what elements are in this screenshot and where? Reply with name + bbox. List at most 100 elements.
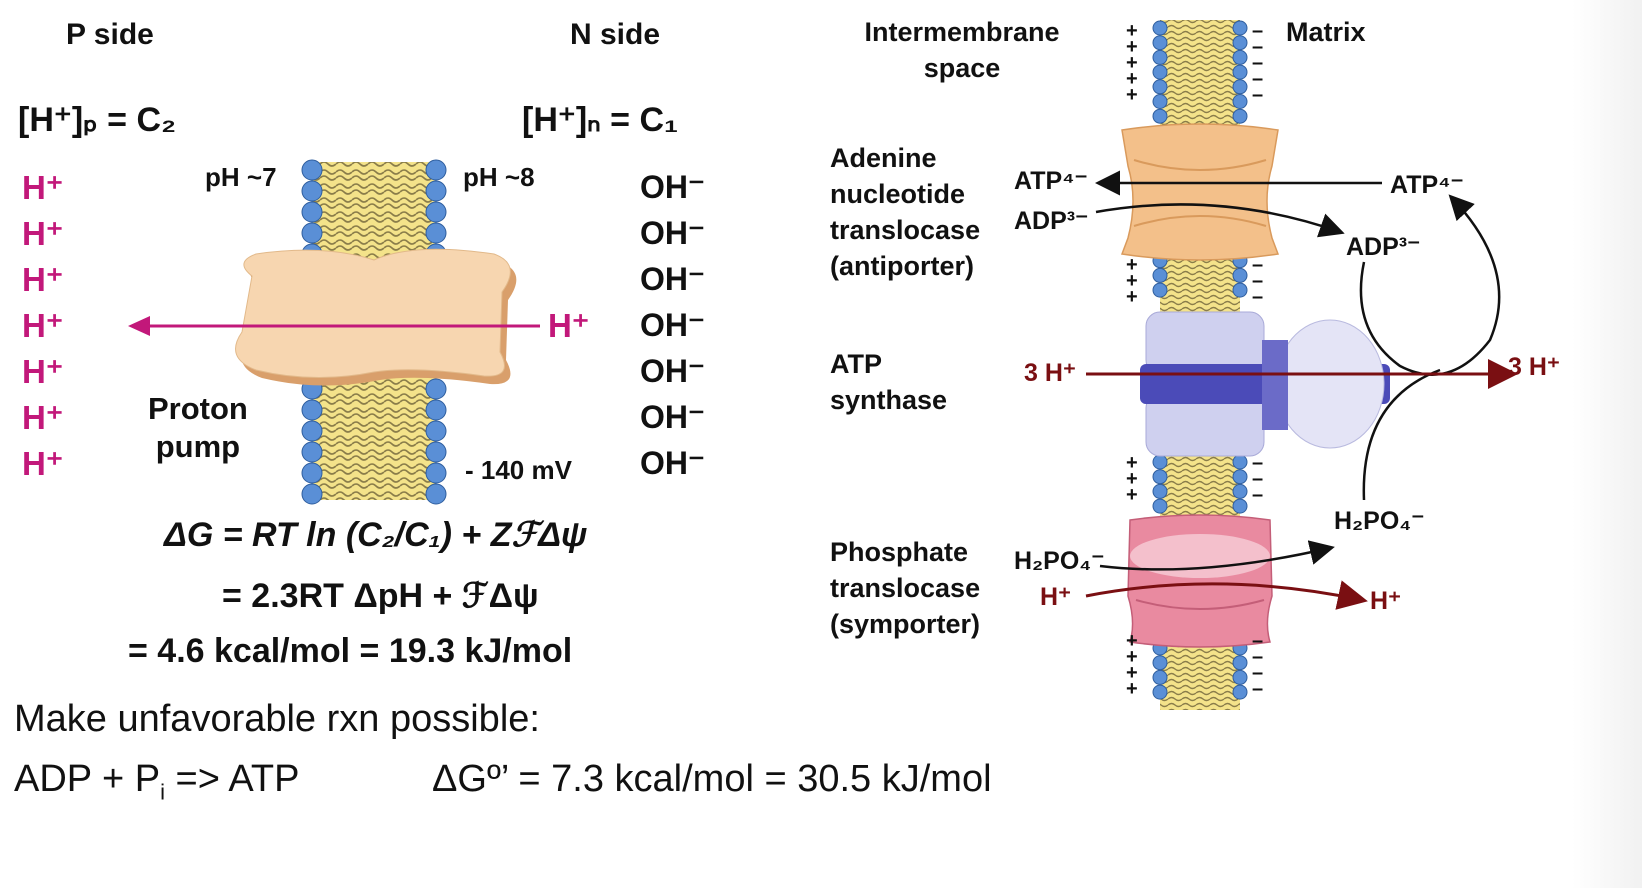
lipid-head bbox=[425, 441, 447, 463]
oh-minus-label: OH⁻ bbox=[640, 399, 705, 435]
h-plus-label: H⁺ bbox=[22, 261, 64, 298]
reaction-subscript: i bbox=[160, 779, 165, 805]
positive-charge: + bbox=[1126, 646, 1138, 668]
lipid-head bbox=[1152, 483, 1168, 499]
phosphate-label-line: (symporter) bbox=[830, 609, 981, 639]
lipid-head bbox=[1152, 684, 1168, 700]
proton-pump-diagram bbox=[128, 159, 540, 505]
proton-pump-label-line: Proton bbox=[148, 391, 248, 426]
free-energy-equation-3: = 4.6 kcal/mol = 19.3 kJ/mol bbox=[128, 632, 573, 670]
negative-charge: – bbox=[1252, 646, 1264, 668]
lipid-head bbox=[425, 159, 447, 181]
lipid-head bbox=[1232, 94, 1248, 109]
proton-pump-protein bbox=[235, 248, 517, 386]
adenine-nucleotide-translocase bbox=[1120, 123, 1280, 261]
positive-charge: + bbox=[1126, 468, 1138, 490]
oh-minus-label: OH⁻ bbox=[640, 215, 705, 251]
lipid-head bbox=[1152, 669, 1168, 685]
translocase-label-line: nucleotide bbox=[830, 179, 966, 209]
lipid-head bbox=[1232, 454, 1248, 470]
lipid-head bbox=[425, 462, 447, 484]
positive-charge: + bbox=[1126, 484, 1138, 506]
p-concentration: [H⁺]ₚ = C₂ bbox=[18, 101, 177, 139]
h-plus-label: H⁺ bbox=[22, 353, 64, 390]
negative-charge: – bbox=[1252, 270, 1264, 292]
reaction-reactants: ADP + P bbox=[14, 758, 161, 800]
translocase-label-line: translocase bbox=[830, 215, 981, 245]
lipid-head bbox=[425, 222, 447, 244]
intermembrane-label-line: Intermembrane bbox=[864, 17, 1060, 47]
phosphate-label-line: translocase bbox=[830, 573, 981, 603]
three-h-right-label: 3 H⁺ bbox=[1508, 353, 1561, 381]
atp-synthase-label-line: synthase bbox=[830, 385, 948, 415]
negative-charge: – bbox=[1252, 662, 1264, 684]
positive-charge: + bbox=[1126, 254, 1138, 276]
atp-right-label: ATP⁴⁻ bbox=[1390, 171, 1464, 199]
lipid-head bbox=[1152, 655, 1168, 671]
phosphate-label-line: Phosphate bbox=[830, 537, 969, 567]
phosphate-import-arrow bbox=[1099, 540, 1335, 571]
lipid-head bbox=[425, 399, 447, 421]
translocase-label-line: (antiporter) bbox=[830, 251, 974, 281]
lipid-head bbox=[1232, 483, 1248, 499]
h-left-label: H⁺ bbox=[1040, 583, 1072, 611]
adp-import-arrow bbox=[1095, 203, 1345, 238]
oh-minus-label: OH⁻ bbox=[640, 445, 705, 481]
intermembrane-label-line: space bbox=[923, 53, 1001, 83]
lipid-head bbox=[1232, 79, 1248, 95]
matrix-label: Matrix bbox=[1286, 17, 1366, 47]
lipid-head bbox=[301, 462, 323, 484]
lipid-head bbox=[301, 159, 323, 181]
p-side-label: P side bbox=[66, 18, 154, 51]
lipid-head bbox=[1152, 267, 1168, 283]
negative-charge: – bbox=[1252, 484, 1264, 506]
negative-charge: – bbox=[1252, 254, 1264, 276]
negative-charge: – bbox=[1252, 84, 1264, 106]
negative-charge: – bbox=[1252, 68, 1264, 90]
ph-n-label: pH ~8 bbox=[463, 162, 535, 192]
negative-charge: – bbox=[1252, 452, 1264, 474]
lipid-head bbox=[301, 180, 323, 202]
lipid-head bbox=[301, 222, 323, 244]
proton-transfer-arrow bbox=[128, 316, 540, 336]
lipid-head bbox=[1232, 469, 1248, 485]
h-plus-label: H⁺ bbox=[22, 169, 64, 206]
atp-synthase-label: ATP synthase bbox=[830, 346, 947, 418]
lipid-head bbox=[1152, 454, 1168, 470]
oh-minus-label: OH⁻ bbox=[640, 307, 705, 343]
lipid-head bbox=[1152, 64, 1168, 80]
negative-charge: – bbox=[1252, 52, 1264, 74]
lipid-head bbox=[301, 399, 323, 421]
membrane-potential: - 140 mV bbox=[465, 455, 572, 485]
h2po4-right-label: H₂PO₄⁻ bbox=[1334, 507, 1425, 535]
arrow-h-plus-label: H⁺ bbox=[548, 307, 590, 344]
lipid-head bbox=[1232, 282, 1248, 298]
negative-charge: – bbox=[1252, 678, 1264, 700]
negative-charge: – bbox=[1252, 630, 1264, 652]
lipid-head bbox=[301, 201, 323, 223]
atp-synthase-label-line: ATP bbox=[830, 349, 882, 379]
h-plus-label: H⁺ bbox=[22, 399, 64, 436]
lipid-head bbox=[1232, 64, 1248, 80]
negative-charge: – bbox=[1252, 468, 1264, 490]
adp-left-label: ADP³⁻ bbox=[1014, 207, 1089, 235]
adenine-nucleotide-translocase-label: Adenine nucleotide translocase (antiport… bbox=[830, 140, 980, 284]
h-plus-label: H⁺ bbox=[22, 307, 64, 344]
lipid-head bbox=[1152, 35, 1168, 51]
phospholipid-heads bbox=[301, 159, 447, 505]
lipid-head bbox=[1232, 20, 1248, 36]
h2po4-left-label: H₂PO₄⁻ bbox=[1014, 547, 1105, 575]
oh-minus-label: OH⁻ bbox=[640, 353, 705, 389]
lipid-head bbox=[1232, 49, 1248, 65]
n-concentration: [H⁺]ₙ = C₁ bbox=[522, 101, 679, 139]
atp-left-label: ATP⁴⁻ bbox=[1014, 167, 1088, 195]
free-energy-equation-1: ΔG = RT ln (C₂/C₁) + ZℱΔψ bbox=[164, 516, 588, 554]
atp-synthesis-reaction: ADP + Pi => ATP bbox=[14, 758, 299, 806]
lipid-head bbox=[425, 483, 447, 505]
phosphate-translocase-label: Phosphate translocase (symporter) bbox=[830, 534, 980, 642]
lipid-head bbox=[1232, 108, 1248, 124]
lipid-head bbox=[1232, 498, 1248, 514]
positive-charge: + bbox=[1126, 20, 1138, 42]
atp-synthase bbox=[1140, 311, 1390, 457]
lipid-head bbox=[1152, 498, 1168, 514]
